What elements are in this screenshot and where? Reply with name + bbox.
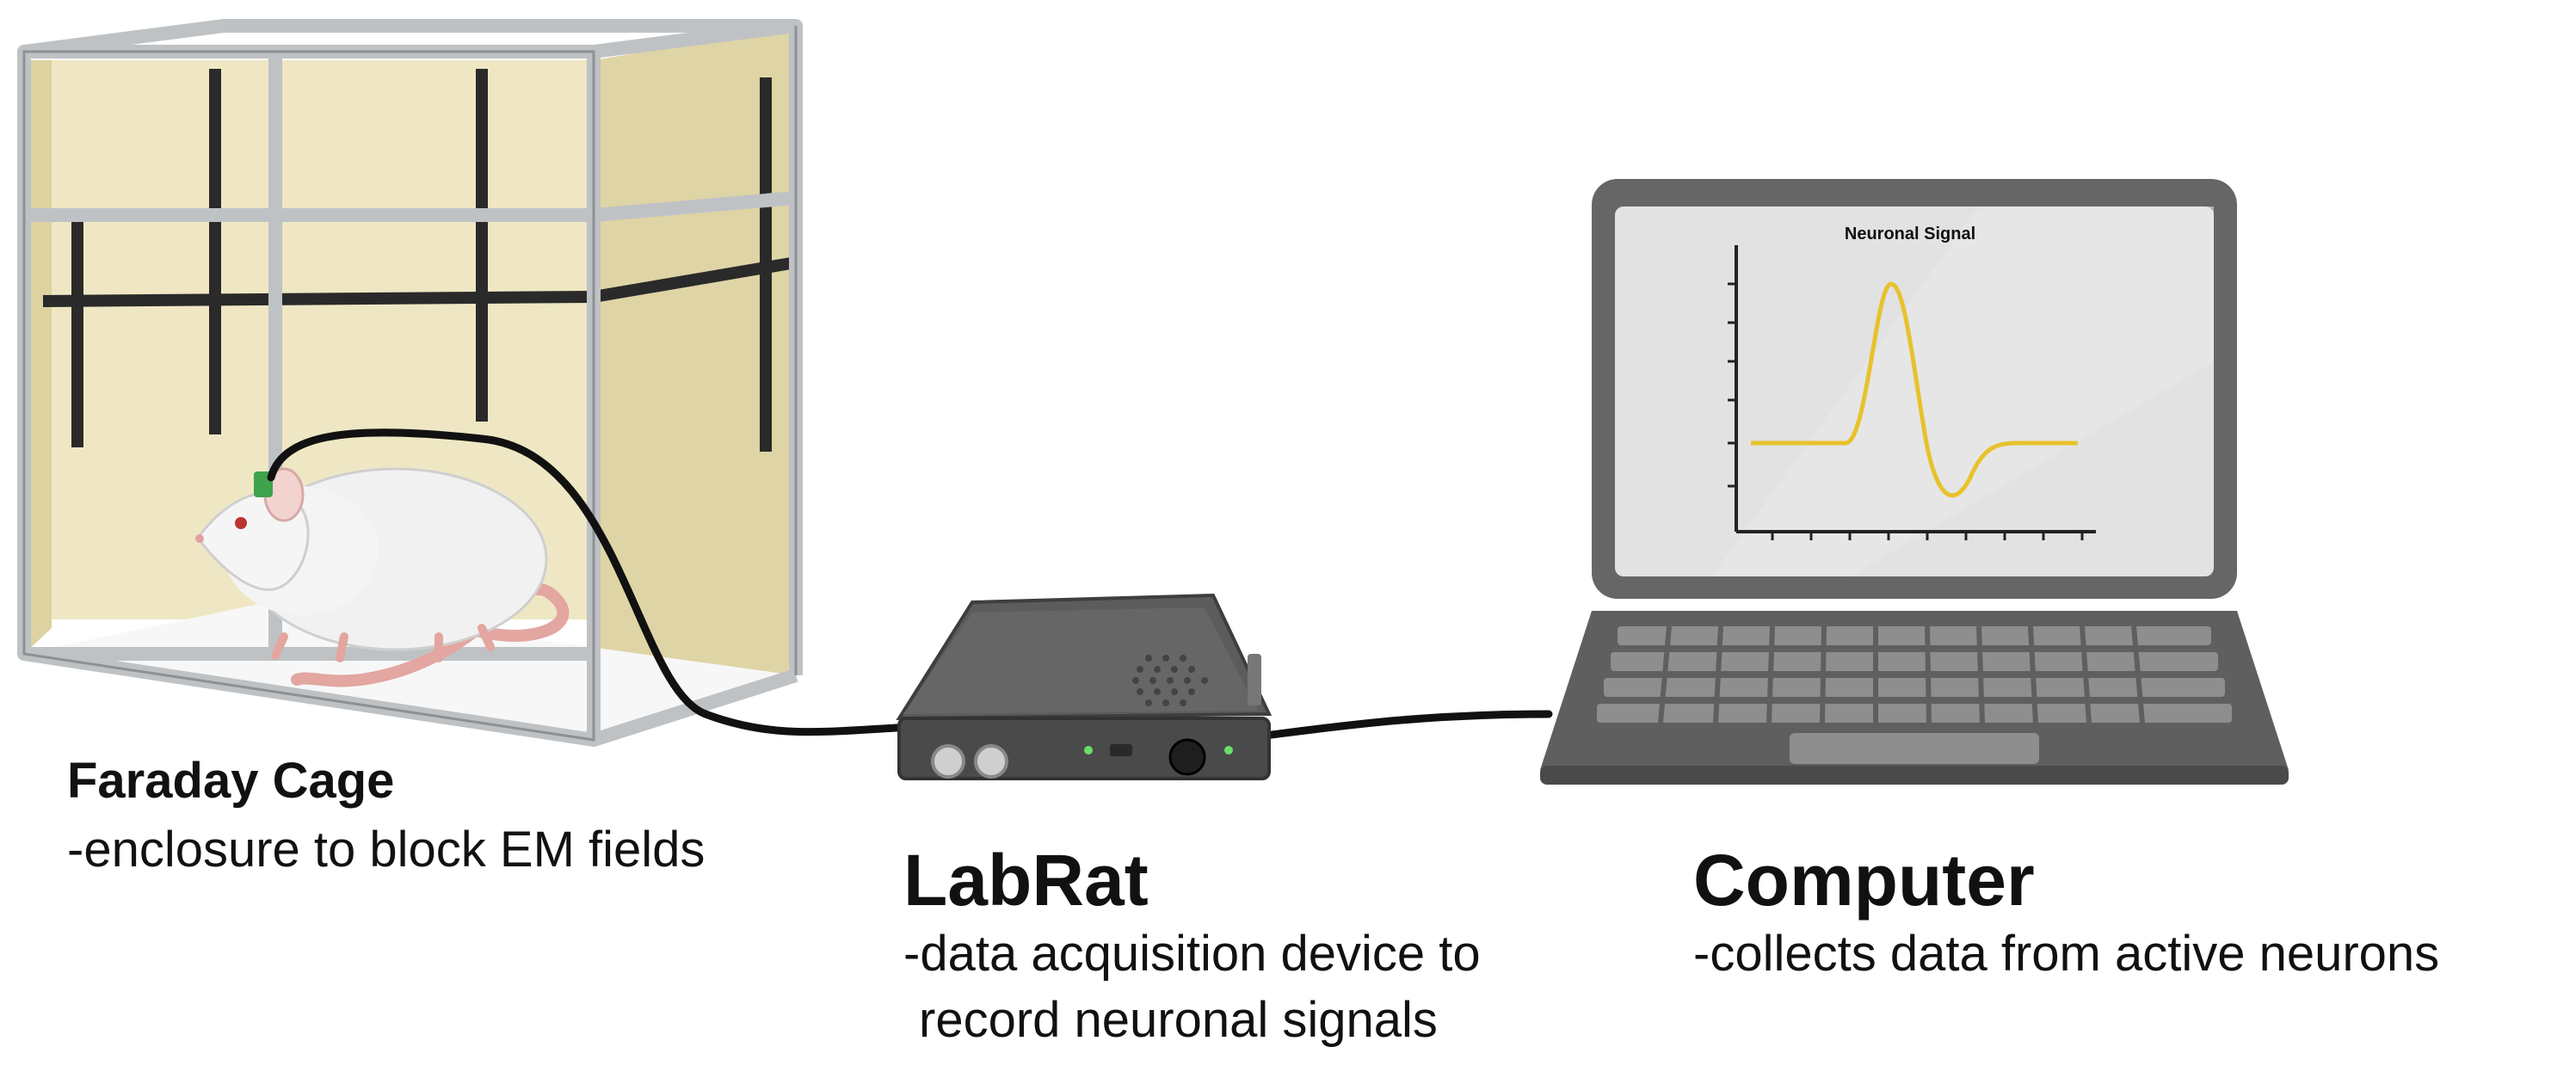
speaker-grille bbox=[1132, 655, 1208, 706]
usb-port bbox=[1110, 744, 1132, 756]
labrat-description-line2: record neuronal signals bbox=[919, 992, 1438, 1048]
labrat-to-computer-cable bbox=[1260, 710, 1553, 740]
laptop: Neuronal Signal bbox=[1540, 179, 2289, 785]
plot-y-ticks bbox=[1728, 282, 1736, 488]
neuronal-signal-plot: Neuronal Signal bbox=[1728, 225, 2096, 540]
laptop-touchpad bbox=[1790, 733, 2039, 764]
plot-x-ticks bbox=[1771, 532, 2084, 540]
status-led bbox=[1084, 746, 1093, 755]
gain-knob bbox=[1168, 738, 1206, 776]
labrat-device bbox=[896, 593, 1273, 780]
bnc-connector-2 bbox=[974, 744, 1008, 779]
computer-description: -collects data from active neurons bbox=[1693, 926, 2440, 982]
computer-title: Computer bbox=[1693, 840, 2035, 921]
faraday-cage-title: Faraday Cage bbox=[67, 753, 395, 809]
screen-plot-title: Neuronal Signal bbox=[1845, 225, 1975, 243]
laptop-keyboard bbox=[1597, 626, 2232, 723]
labrat-title: LabRat bbox=[903, 840, 1149, 921]
rat-illustration bbox=[195, 467, 570, 687]
bnc-connector-1 bbox=[931, 744, 965, 779]
rat-to-labrat-cable bbox=[267, 428, 916, 736]
labrat-description-line1: -data acquisition device to bbox=[903, 926, 1481, 982]
faraday-cage bbox=[17, 19, 803, 747]
rat-eye bbox=[235, 517, 247, 529]
cage-black-bars bbox=[42, 69, 798, 452]
faraday-cage-description: -enclosure to block EM fields bbox=[67, 822, 706, 878]
action-potential-trace bbox=[1751, 281, 2078, 498]
